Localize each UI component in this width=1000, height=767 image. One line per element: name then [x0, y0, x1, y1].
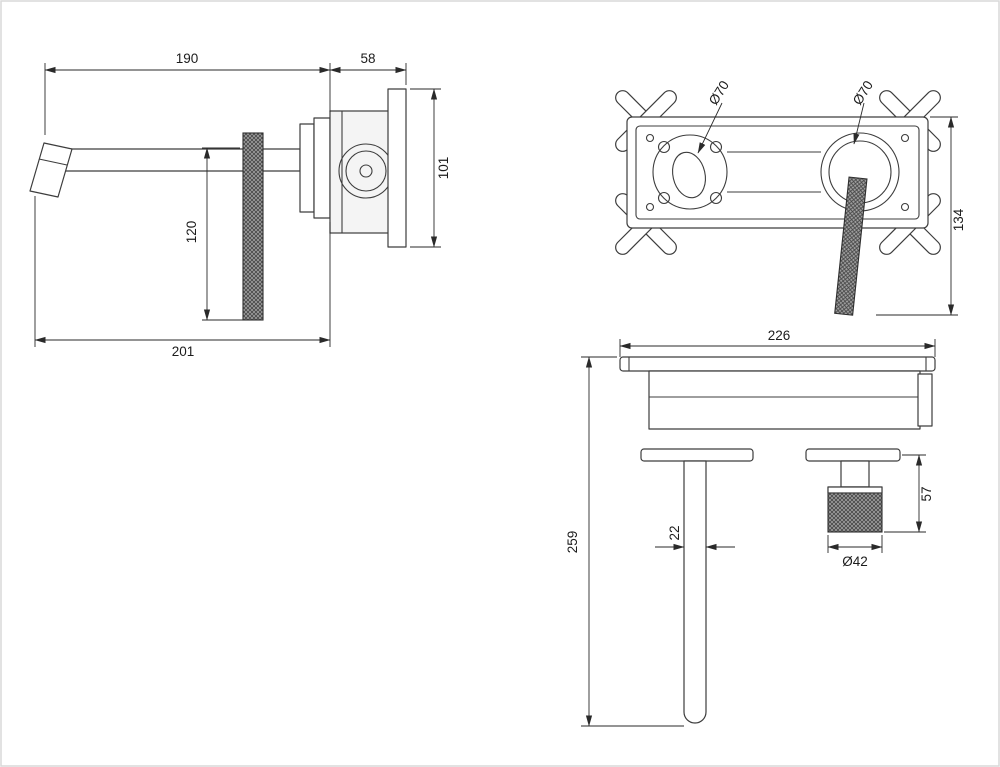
corner-screw-bottom-right [900, 202, 910, 212]
corner-screw-top-left [645, 133, 655, 143]
dim-label-57: 57 [919, 486, 934, 501]
side-view-drawing [29, 88, 407, 321]
valve-body [329, 110, 397, 234]
left-valve-hole [652, 134, 728, 210]
valve-screw-3 [657, 191, 671, 205]
handle-knurled-rod [242, 132, 264, 321]
dim-label-d42: Ø42 [842, 554, 868, 569]
handle-knurled-grip [827, 486, 883, 533]
spout-escutcheon [640, 448, 754, 462]
escutcheon-spacer [299, 123, 315, 213]
dim-rear-height: 134 [876, 116, 966, 316]
escutcheon-plate [313, 117, 331, 219]
valve-cartridge-center-circle [359, 164, 373, 178]
body-right-cap [917, 373, 933, 427]
rear-view-drawing [626, 116, 929, 316]
dim-handle-projection: 57 [884, 454, 934, 533]
handle-stem [840, 460, 870, 488]
spout-front [683, 460, 707, 724]
handle-knurled-rod-rear [834, 176, 868, 316]
dim-handle-diameter: Ø42 [827, 535, 883, 569]
corner-screw-bottom-left [645, 202, 655, 212]
dim-label-right-d70: Ø70 [850, 78, 876, 108]
spout-tip-detail-line [38, 158, 68, 166]
dim-label-226: 226 [768, 328, 791, 343]
valve-screw-2 [709, 140, 723, 154]
rear-view: Ø70 Ø70 134 [615, 78, 966, 316]
dim-label-190: 190 [176, 51, 199, 66]
mounting-rail [619, 356, 936, 372]
valve-screw-1 [657, 140, 671, 154]
dim-body-height: 101 [410, 88, 451, 248]
spout-tip [29, 142, 73, 198]
dim-label-58: 58 [360, 51, 375, 66]
dim-front-height: 259 [565, 356, 684, 727]
side-view: 190 58 101 120 201 [29, 51, 451, 359]
mounting-plate [387, 88, 407, 248]
dim-spout-diameter: 22 [655, 525, 735, 551]
concealed-body [648, 370, 921, 430]
handle-grip-collar [827, 486, 883, 494]
dim-body-depth: 58 [329, 51, 407, 85]
corner-screw-top-right [900, 133, 910, 143]
dim-label-201: 201 [172, 344, 195, 359]
dim-overall-projection: 201 [34, 196, 331, 359]
front-view: 226 259 22 57 Ø42 [565, 328, 936, 727]
spout-tube [61, 148, 301, 172]
dim-label-134: 134 [951, 208, 966, 231]
dim-handle-drop: 120 [184, 147, 243, 321]
cartridge-opening [672, 151, 706, 199]
dim-spout-projection: 190 [44, 51, 331, 135]
dim-label-101: 101 [436, 157, 451, 180]
dim-front-width: 226 [619, 328, 936, 357]
handle-escutcheon [805, 448, 901, 462]
dim-label-22: 22 [667, 525, 682, 540]
front-view-drawing [619, 356, 936, 724]
dim-label-left-d70: Ø70 [706, 78, 732, 108]
dim-label-120: 120 [184, 221, 199, 244]
valve-screw-4 [709, 191, 723, 205]
dim-label-259: 259 [565, 531, 580, 554]
valve-cartridge-mid-circle [345, 150, 387, 192]
rough-in-body-inner [635, 125, 920, 220]
